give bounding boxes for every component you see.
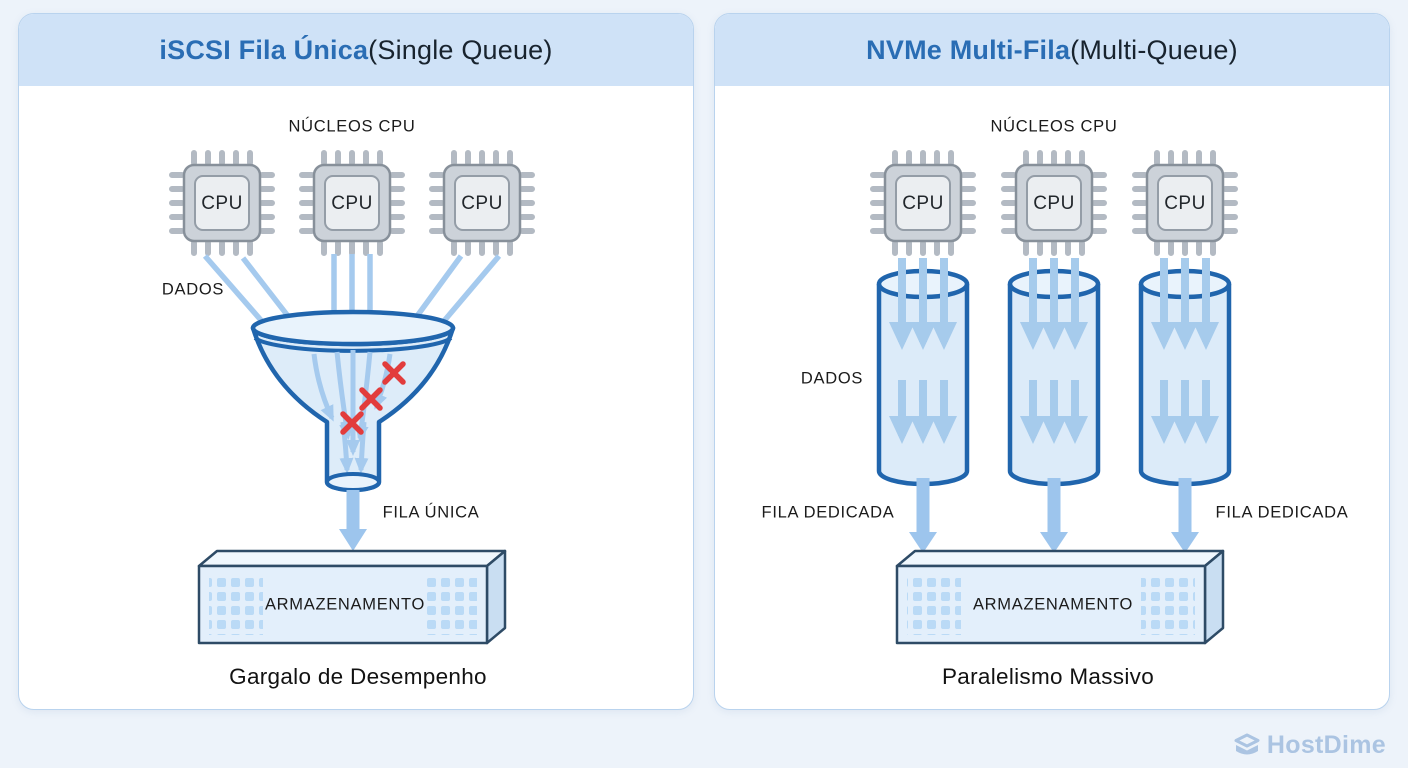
cpu-label: CPU <box>1164 193 1206 214</box>
right-panel-title-highlight: NVMe Multi-Fila <box>866 34 1071 65</box>
panel-iscsi-single-queue: iSCSI Fila Única (Single Queue) <box>18 13 694 710</box>
left-caption: Gargalo de Desempenho <box>229 664 487 689</box>
left-diagram <box>19 86 694 645</box>
hostdime-logo: HostDime <box>1233 731 1386 760</box>
left-panel-title-rest: (Single Queue) <box>368 34 553 65</box>
cpu-label: CPU <box>461 193 503 214</box>
right-data-label: DADOS <box>800 369 864 388</box>
left-storage-label: ARMAZENAMENTO <box>264 595 426 614</box>
left-panel-body: NÚCLEOS CPU CPU CPU CPU DADOS FILA ÚNICA… <box>19 86 694 709</box>
right-panel-title-rest: (Multi-Queue) <box>1070 34 1238 65</box>
queue-cylinder-icon <box>1010 258 1098 553</box>
blocked-x-icons <box>340 361 406 435</box>
storage-box-icon <box>895 549 1225 645</box>
cpu-label: CPU <box>1033 193 1075 214</box>
left-panel-title-highlight: iSCSI Fila Única <box>159 34 369 65</box>
single-queue-label: FILA ÚNICA <box>382 503 480 522</box>
funnel-icon <box>250 309 456 493</box>
left-cpu-section-label: NÚCLEOS CPU <box>288 117 416 136</box>
panel-nvme-multi-queue: NVMe Multi-Fila (Multi-Queue) NÚCLEOS CP… <box>714 13 1390 710</box>
cpu-label: CPU <box>201 193 243 214</box>
hostdime-logo-icon <box>1234 733 1260 754</box>
right-caption: Paralelismo Massivo <box>941 664 1155 689</box>
left-panel-header: iSCSI Fila Única (Single Queue) <box>19 14 693 86</box>
right-panel-body: NÚCLEOS CPU CPU CPU CPU DADOS FILA DEDIC… <box>715 86 1390 709</box>
right-diagram <box>715 86 1390 645</box>
hostdime-logo-text: HostDime <box>1266 731 1386 759</box>
cpu-label: CPU <box>902 193 944 214</box>
dedicated-queue-label-left: FILA DEDICADA <box>761 503 895 522</box>
cpu-label: CPU <box>331 193 373 214</box>
dedicated-queue-label-right: FILA DEDICADA <box>1215 503 1349 522</box>
storage-box-icon <box>197 549 507 645</box>
right-storage-label: ARMAZENAMENTO <box>972 595 1134 614</box>
left-data-label: DADOS <box>161 280 225 299</box>
right-panel-header: NVMe Multi-Fila (Multi-Queue) <box>715 14 1389 86</box>
right-cpu-section-label: NÚCLEOS CPU <box>990 117 1118 136</box>
single-queue-arrow <box>339 490 367 551</box>
